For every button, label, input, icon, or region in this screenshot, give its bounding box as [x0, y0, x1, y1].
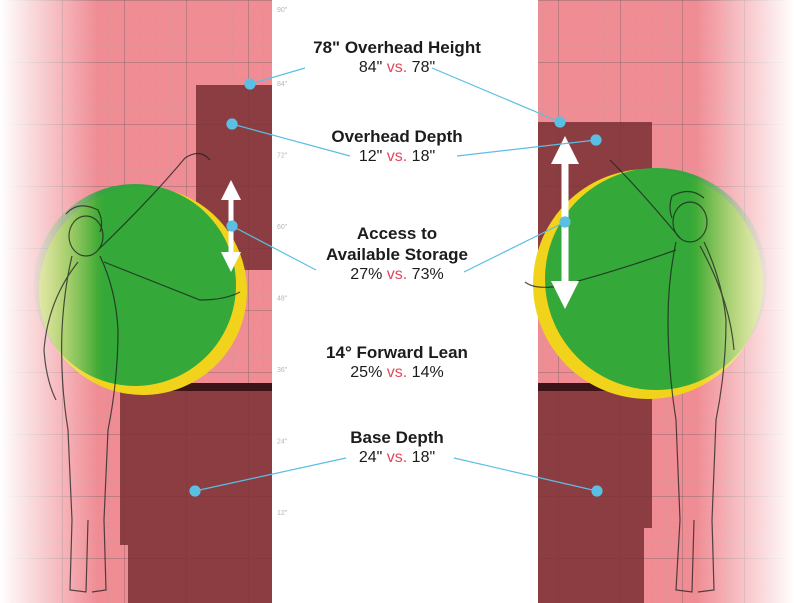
callout-comparison: 12" vs. 18" — [358, 148, 436, 165]
scale-tick-label: 84" — [277, 81, 288, 88]
left-panel — [0, 0, 272, 603]
right-countertop — [538, 383, 652, 391]
leader-storage-access — [226, 216, 571, 273]
callout-title: Access to — [356, 224, 438, 243]
leader-overhead-height — [244, 67, 566, 128]
callout-title: 78" Overhead Height — [313, 38, 481, 57]
callout-storage-access: Access to Available Storage 27% vs. 73% — [326, 223, 468, 285]
callout-leaders — [189, 67, 603, 497]
left-countertop — [120, 383, 272, 391]
callout-base-depth: Base Depth 24" vs. 18" — [350, 427, 444, 468]
right-base-cabinet — [538, 391, 652, 603]
callout-title-line2: Available Storage — [325, 245, 469, 264]
scale-tick-label: 72" — [277, 153, 288, 160]
leader-overhead-depth — [226, 118, 602, 157]
callout-overhead-depth: Overhead Depth 12" vs. 18" — [331, 126, 462, 167]
callout-comparison: 84" vs. 78" — [358, 59, 436, 76]
left-base-cabinet — [120, 391, 272, 603]
callout-comparison: 24" vs. 18" — [358, 449, 436, 466]
callout-title: 14° Forward Lean — [326, 343, 468, 362]
scale-tick-label: 60" — [277, 224, 288, 231]
leader-base-depth — [189, 457, 603, 497]
scale-tick-label: 12" — [277, 510, 288, 517]
height-scale: 90" 84" 72" 60" 48" 36" 24" 12" — [277, 7, 288, 517]
callout-title: Base Depth — [350, 428, 444, 447]
callout-comparison: 27% vs. 73% — [350, 266, 444, 283]
callout-overhead-height: 78" Overhead Height 84" vs. 78" — [313, 37, 481, 78]
scale-tick-label: 90" — [277, 7, 288, 14]
center-strip: 90" 84" 72" 60" 48" 36" 24" 12" — [272, 0, 538, 603]
callout-forward-lean: 14° Forward Lean 25% vs. 14% — [326, 342, 468, 383]
right-panel — [524, 0, 794, 603]
scale-tick-label: 48" — [277, 296, 288, 303]
callout-title: Overhead Depth — [331, 127, 463, 146]
scale-tick-label: 24" — [277, 439, 288, 446]
left-figure-outline — [43, 152, 241, 593]
callout-comparison: 25% vs. 14% — [350, 364, 444, 381]
scale-tick-label: 36" — [277, 367, 288, 374]
